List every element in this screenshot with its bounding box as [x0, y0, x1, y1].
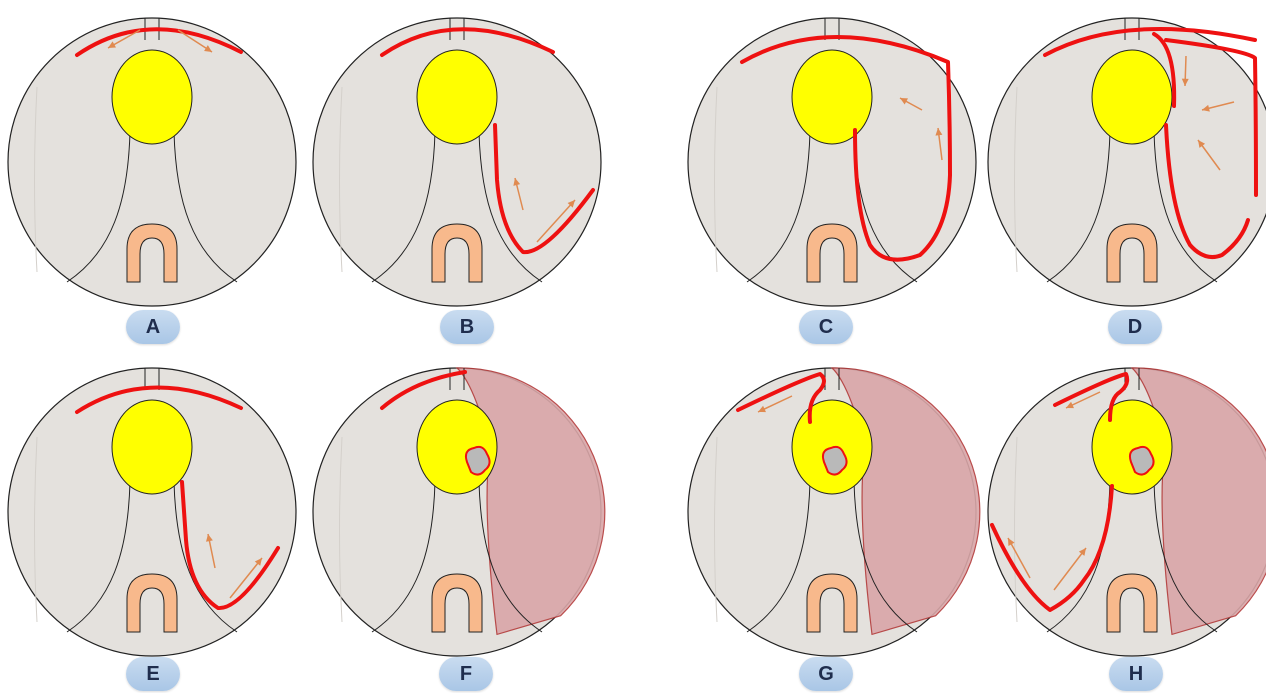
panel-e-diagram — [0, 350, 310, 693]
panel-b: B — [305, 0, 615, 345]
lesion — [466, 447, 490, 475]
panel-a: A — [0, 0, 310, 345]
gland — [417, 50, 497, 144]
gland — [792, 50, 872, 144]
panel-f: F — [305, 350, 615, 693]
gland — [1092, 400, 1172, 494]
panel-d-diagram — [980, 0, 1266, 345]
panel-a-label: A — [126, 310, 180, 344]
panel-d: D — [980, 0, 1266, 345]
panel-e: E — [0, 350, 310, 693]
gland — [417, 400, 497, 494]
panel-b-label: B — [440, 310, 494, 344]
panel-b-diagram — [305, 0, 615, 345]
panel-d-label: D — [1108, 310, 1162, 344]
panel-g-label: G — [799, 657, 853, 691]
panel-a-diagram — [0, 0, 310, 345]
panel-h-diagram — [980, 350, 1266, 693]
panel-h-label: H — [1109, 657, 1163, 691]
panel-e-label: E — [126, 657, 180, 691]
panel-g-diagram — [680, 350, 990, 693]
panel-c-label: C — [799, 310, 853, 344]
panel-f-label: F — [439, 657, 493, 691]
gland — [112, 400, 192, 494]
panel-g: G — [680, 350, 990, 693]
panel-c-diagram — [680, 0, 990, 345]
gland — [112, 50, 192, 144]
panel-h: H — [980, 350, 1266, 693]
lesion — [823, 447, 847, 475]
panel-c: C — [680, 0, 990, 345]
gland — [1092, 50, 1172, 144]
lesion — [1130, 447, 1154, 475]
panel-f-diagram — [305, 350, 615, 693]
